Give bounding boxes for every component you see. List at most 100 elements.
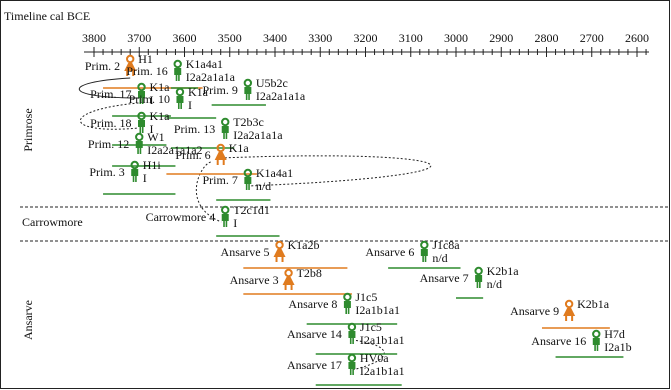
mtdna-haplogroup: K1a — [150, 80, 171, 94]
male-person-icon — [347, 322, 357, 344]
section-label: Ansarve — [21, 300, 35, 340]
female-person-icon — [273, 240, 286, 262]
ychr-haplogroup: I2a1b1a1 — [355, 303, 400, 317]
mtdna-haplogroup: K2b1a — [487, 264, 520, 278]
individual-name: Prim. 16 — [126, 64, 167, 78]
individual-name: Prim. 17 — [90, 87, 131, 101]
female-person-icon — [563, 299, 576, 321]
male-person-icon — [243, 168, 253, 190]
female-person-icon — [124, 54, 137, 76]
ychr-haplogroup: n/d — [487, 277, 502, 291]
axis-tick-label: 2900 — [489, 31, 513, 45]
individual-name: Ansarve 8 — [288, 297, 337, 311]
axis-tick-label: 2800 — [535, 31, 559, 45]
individual-name: Prim. 2 — [85, 59, 120, 73]
individual-name: Prim. 13 — [174, 122, 215, 136]
individual-name: Prim. 12 — [88, 137, 129, 151]
mtdna-haplogroup: J1c5 — [355, 290, 377, 304]
axis-tick-label: 2700 — [580, 31, 604, 45]
male-person-icon — [137, 111, 146, 133]
individual-ans3: Ansarve 3 T2b8 — [230, 266, 352, 295]
mtdna-haplogroup: K2b1a — [577, 297, 610, 311]
axis-tick-label: 3800 — [82, 31, 106, 45]
axis-tick-label: 3400 — [263, 31, 287, 45]
distant-kin-link — [195, 161, 222, 223]
mtdna-haplogroup: K1a4a1 — [256, 166, 293, 180]
section-label: Primrose — [21, 108, 35, 151]
ychr-haplogroup: I — [233, 216, 237, 230]
mtdna-haplogroup: W1 — [147, 130, 164, 144]
individual-name: Ansarve 17 — [287, 358, 342, 372]
male-person-icon — [474, 266, 483, 288]
axis-tick-label: 3700 — [127, 31, 151, 45]
mtdna-haplogroup: T2c1d1 — [233, 203, 270, 217]
individual-prim2: Prim. 2 H1 — [85, 52, 203, 89]
axis-tick-label: 2600 — [625, 31, 649, 45]
mtdna-haplogroup: K1a — [188, 85, 209, 99]
ychr-haplogroup: I2a2a1a1a — [186, 70, 236, 84]
mtdna-haplogroup: K1a — [150, 109, 171, 123]
ychr-haplogroup: I — [188, 98, 192, 112]
individual-ans9: Ansarve 9 K2b1a — [510, 297, 610, 329]
ychr-haplogroup: I2a2a1a1a — [233, 128, 283, 142]
axis-tick-label: 3600 — [173, 31, 197, 45]
axis-tick-label: 3100 — [399, 31, 423, 45]
individual-name: Prim. 3 — [89, 165, 124, 179]
individual-name: Ansarve 9 — [510, 304, 559, 318]
individual-name: Prim. 6 — [175, 148, 210, 162]
male-person-icon — [221, 205, 230, 227]
individual-name: Ansarve 7 — [420, 271, 469, 285]
axis-tick-label: 3500 — [218, 31, 242, 45]
individual-name: Prim. 10 — [129, 92, 170, 106]
individual-name: Ansarve 16 — [531, 334, 586, 348]
individual-name: Prim. 18 — [90, 116, 131, 130]
kinship-links — [78, 77, 432, 371]
mtdna-haplogroup: H1i — [143, 158, 162, 172]
male-person-icon — [130, 160, 139, 182]
first-degree-link — [78, 77, 139, 99]
ychr-haplogroup: I — [150, 93, 154, 107]
male-person-icon — [221, 117, 230, 139]
mtdna-haplogroup: H1 — [138, 52, 153, 66]
ychr-haplogroup: I — [143, 171, 147, 185]
mtdna-haplogroup: T2b8 — [297, 266, 322, 280]
female-person-icon — [214, 143, 227, 165]
mtdna-haplogroup: K1a2b — [288, 238, 320, 252]
individual-name: Prim. 9 — [203, 83, 238, 97]
axis-tick-label: 3000 — [444, 31, 468, 45]
mtdna-haplogroup: H7d — [604, 327, 625, 341]
male-person-icon — [243, 78, 253, 100]
individual-name: Ansarve 3 — [230, 273, 279, 287]
ychr-haplogroup: I2a1b1a1 — [360, 364, 405, 378]
male-person-icon — [173, 59, 182, 81]
individual-name: Ansarve 14 — [287, 327, 342, 341]
male-person-icon — [420, 240, 429, 262]
individual-name: Prim. 7 — [203, 173, 238, 187]
distant-kin-link — [79, 102, 139, 130]
ychr-haplogroup: n/d — [256, 179, 271, 193]
mtdna-haplogroup: J1c5 — [360, 320, 382, 334]
ychr-haplogroup: I2a1b1a1 — [360, 333, 405, 347]
section-label: Carrowmore — [22, 215, 83, 229]
mtdna-haplogroup: HV0a — [360, 351, 389, 365]
timeline-title: Timeline cal BCE — [4, 9, 90, 23]
